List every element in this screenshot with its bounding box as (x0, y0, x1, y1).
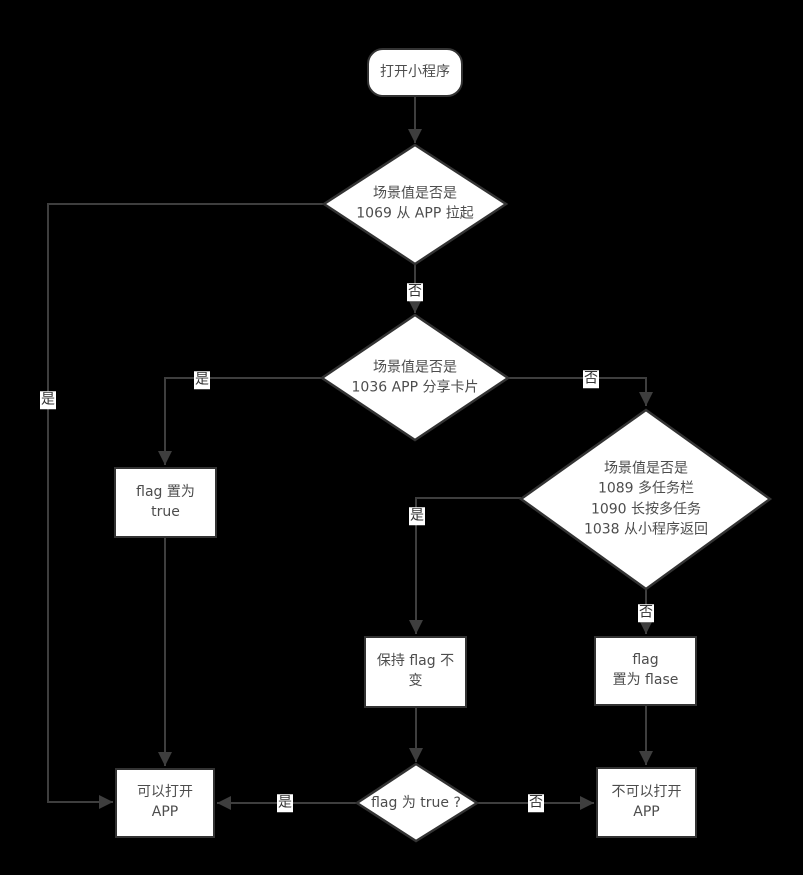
edge-label-flag-yes: 是 (277, 794, 293, 812)
decision-scene-multitask-label: 场景值是否是 1089 多任务栏 1090 长按多任务 1038 从小程序返回 (583, 460, 709, 538)
decision-scene-1069-shape (321, 143, 509, 266)
decision-scene-multitask-shape (518, 408, 773, 591)
decision-scene-1036-shape (319, 313, 511, 442)
edge-label-multitask-no: 否 (638, 604, 654, 622)
start-node: 打开小程序 (367, 48, 463, 97)
edge-label-multitask-yes: 是 (409, 507, 425, 525)
decision-scene-1036-label: 场景值是否是 1036 APP 分享卡片 (351, 359, 479, 396)
edge-label-1069-no: 否 (407, 283, 423, 301)
connector-1036-no-to-multitask (508, 377, 653, 406)
decision-scene-1069-label: 场景值是否是 1069 从 APP 拉起 (356, 185, 474, 222)
connector-1036-yes-to-set-true (158, 377, 322, 465)
edge-label-1036-yes: 是 (194, 371, 210, 389)
edge-label-flag-no: 否 (528, 794, 544, 812)
edge-label-1036-no: 否 (583, 370, 599, 388)
decision-flag-is-true-shape (354, 762, 480, 843)
decision-flag-is-true-label: flag 为 true ? (371, 794, 461, 811)
process-set-flag-true: flag 置为 true (114, 467, 217, 538)
result-can-open-app: 可以打开 APP (115, 768, 215, 838)
process-set-flag-false: flag 置为 flase (594, 636, 697, 706)
process-keep-flag: 保持 flag 不 变 (364, 636, 467, 708)
connector-1069-yes-to-can-open (47, 203, 324, 809)
edge-label-1069-yes: 是 (40, 391, 56, 409)
connector-multitask-yes-to-keep (409, 497, 521, 634)
result-cannot-open-app: 不可以打开 APP (596, 767, 697, 838)
